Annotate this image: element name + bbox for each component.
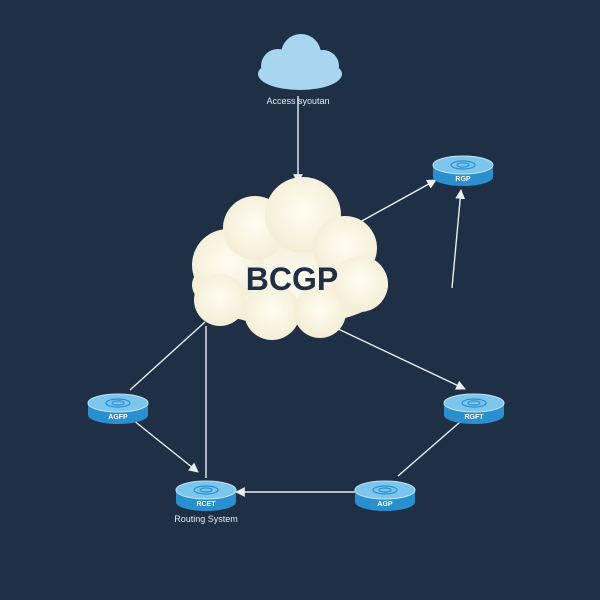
- router-icon: [354, 480, 416, 511]
- router-icon: [443, 393, 505, 424]
- cloud-icon: [258, 34, 342, 90]
- connection-lines: [129, 96, 466, 497]
- link-main-to-rgp: [359, 179, 437, 223]
- link-rgft-to-agp: [397, 421, 461, 477]
- main-cloud-label: BCGP: [246, 261, 338, 297]
- routing-system-caption: Routing System: [174, 514, 238, 524]
- link-main-to-rgft: [314, 317, 466, 390]
- router-icon: [175, 480, 237, 511]
- main-cloud[interactable]: BCGP: [192, 177, 388, 340]
- router-rcet-label: RCET: [196, 501, 216, 508]
- router-rgp-label: RGP: [455, 176, 471, 183]
- access-cloud[interactable]: Access syoutan: [258, 34, 342, 106]
- router-rgp[interactable]: RGP: [432, 155, 494, 186]
- router-icon: [87, 393, 149, 424]
- cloud-icon: [192, 177, 388, 340]
- router-agfp-label: AGFP: [108, 414, 128, 421]
- link-agfp-to-rcet: [132, 419, 199, 473]
- access-cloud-caption: Access syoutan: [266, 96, 329, 106]
- link-main-to-agfp: [129, 321, 206, 391]
- router-agp[interactable]: AGP: [354, 480, 416, 511]
- link-up-to-rgp: [451, 189, 466, 289]
- router-agp-label: AGP: [377, 501, 393, 508]
- router-rgft-label: RGFT: [464, 414, 484, 421]
- router-icon: [432, 155, 494, 186]
- router-rcet[interactable]: RCET: [175, 480, 237, 511]
- routers: RGP AGFP RGFT RCET AGP: [87, 155, 505, 511]
- router-rgft[interactable]: RGFT: [443, 393, 505, 424]
- router-agfp[interactable]: AGFP: [87, 393, 149, 424]
